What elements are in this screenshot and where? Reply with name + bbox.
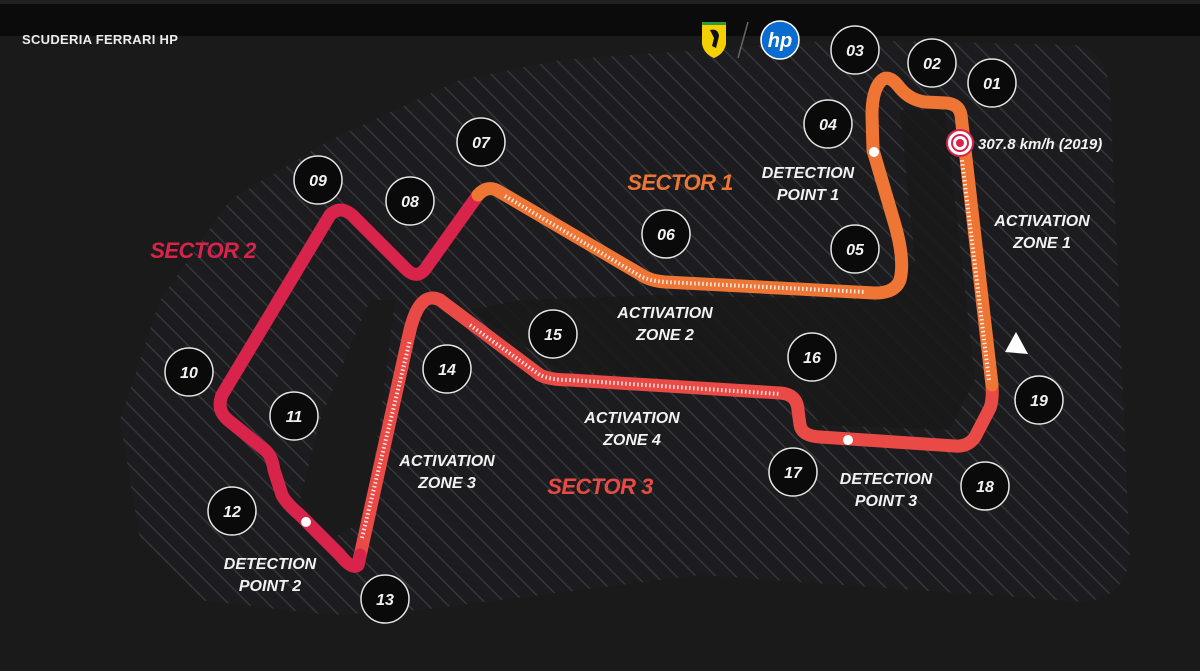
infield-area [470,110,975,430]
corner-13: 13 [360,574,410,624]
activation-zone-2-label: ACTIVATION [616,305,713,322]
svg-text:17: 17 [784,465,803,482]
detection-point-2-label: DETECTION [224,556,317,573]
brand-title: SCUDERIA FERRARI HP [22,32,179,47]
svg-text:12: 12 [223,504,241,521]
sector-1-label: SECTOR 1 [627,170,733,195]
activation-zone-1-label-2: ZONE 1 [1012,235,1071,252]
top-strip [0,0,1200,4]
activation-zone-3-label: ACTIVATION [398,453,495,470]
svg-text:08: 08 [401,194,419,211]
corner-12: 12 [207,486,257,536]
corner-16: 16 [787,332,837,382]
speed-trap-icon [946,129,974,157]
corner-18: 18 [960,461,1010,511]
ferrari-logo [702,22,726,58]
corner-15: 15 [528,309,578,359]
svg-text:13: 13 [376,592,394,609]
svg-text:01: 01 [983,76,1001,93]
svg-text:06: 06 [657,227,675,244]
activation-zone-1-label: ACTIVATION [993,213,1090,230]
header-bar [0,4,1200,36]
track-sector-2 [213,188,485,573]
drs-zone-1 [960,159,991,381]
sector-2-label: SECTOR 2 [150,238,257,263]
activation-zone-4-label: ACTIVATION [583,410,680,427]
detection-point-3-marker [843,435,853,445]
detection-point-1-marker [869,147,879,157]
logo-divider [737,21,749,59]
svg-text:02: 02 [923,56,941,73]
detection-point-3-label-2: POINT 3 [855,493,917,510]
corner-03: 03 [830,25,880,75]
corner-01: 01 [967,58,1017,108]
corner-09: 09 [293,155,343,205]
svg-text:hp: hp [768,30,792,52]
svg-text:09: 09 [309,173,327,190]
activation-zone-4-label-2: ZONE 4 [602,432,661,449]
hp-logo: hp [760,20,800,60]
corner-04: 04 [803,99,853,149]
drs-zone-4 [468,323,781,396]
detection-point-2-label-2: POINT 2 [239,578,301,595]
detection-point-2-marker [301,517,311,527]
corner-02: 02 [907,38,957,88]
corner-08: 08 [385,176,435,226]
detection-point-3-label: DETECTION [840,471,933,488]
corner-17: 17 [768,447,818,497]
detection-point-1-label-2: POINT 1 [777,187,839,204]
direction-arrow-icon [1005,332,1028,354]
svg-text:10: 10 [180,365,198,382]
svg-text:16: 16 [803,350,821,367]
corner-14: 14 [422,344,472,394]
svg-text:05: 05 [846,242,865,259]
svg-text:14: 14 [438,362,456,379]
svg-text:07: 07 [472,135,491,152]
track-sector-3 [351,291,999,572]
corner-19: 19 [1014,375,1064,425]
activation-zone-2-label-2: ZONE 2 [635,327,694,344]
svg-text:11: 11 [286,409,303,426]
svg-text:15: 15 [544,327,563,344]
svg-text:18: 18 [976,479,994,496]
detection-point-1-label: DETECTION [762,165,855,182]
corner-11: 11 [269,391,319,441]
corner-06: 06 [641,209,691,259]
svg-text:04: 04 [819,117,837,134]
corner-07: 07 [456,117,506,167]
corner-10: 10 [164,347,214,397]
speed-trap-label: 307.8 km/h (2019) [978,136,1102,153]
corner-05: 05 [830,224,880,274]
svg-text:03: 03 [846,43,864,60]
activation-zone-3-label-2: ZONE 3 [417,475,476,492]
venue-inner [300,300,395,540]
drs-zone-2 [503,194,866,294]
svg-text:19: 19 [1030,393,1048,410]
sector-3-label: SECTOR 3 [547,474,653,499]
